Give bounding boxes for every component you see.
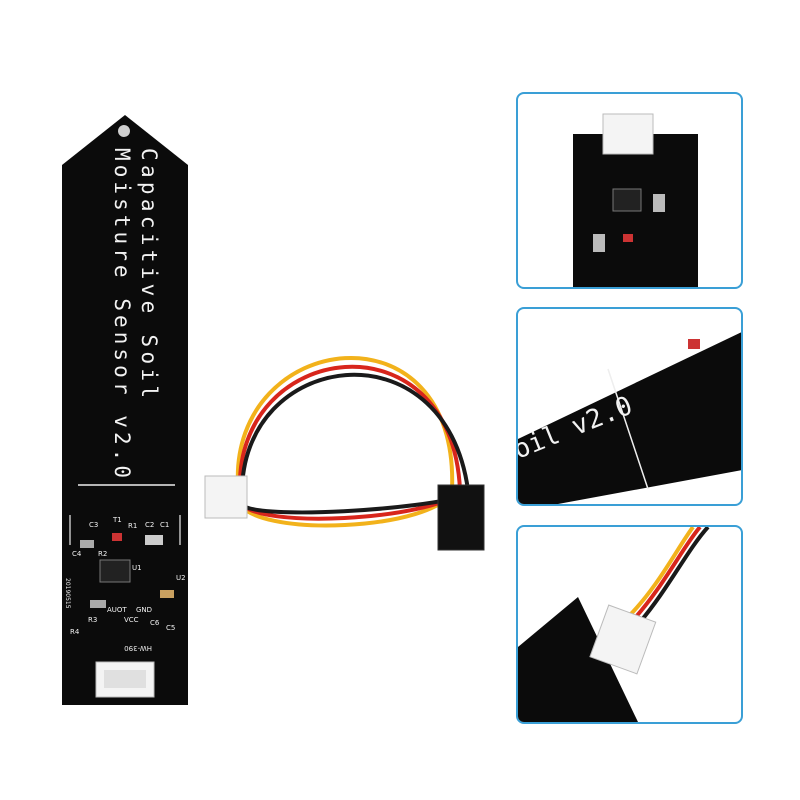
label-c6: C6 — [150, 619, 160, 627]
label-c4: C4 — [72, 550, 82, 558]
label-r1: R1 — [128, 522, 137, 530]
jst-plug — [204, 475, 248, 519]
label-u2: U2 — [176, 574, 186, 582]
dupont-connector — [437, 484, 485, 551]
label-gnd: GND — [136, 606, 152, 614]
label-r3: R3 — [88, 616, 97, 624]
label-c2: C2 — [145, 521, 154, 529]
detail-panel-bottom — [516, 525, 743, 724]
label-r2: R2 — [98, 550, 107, 558]
sensor-board: Capacitive Soil Moisture Sensor v2.0 C3 … — [62, 115, 188, 705]
label-c3: C3 — [89, 521, 98, 529]
board-title-line1: Capacitive Soil — [137, 148, 161, 398]
board-model: HW-390 — [124, 644, 152, 652]
detail-panel-middle: oil v2.0 — [516, 307, 743, 506]
detail-panel-top — [516, 92, 743, 289]
mounting-hole — [118, 125, 130, 137]
label-auot: AUOT — [107, 606, 127, 614]
label-c5: C5 — [166, 624, 175, 632]
jumper-cable — [204, 355, 485, 551]
label-t1: T1 — [112, 516, 122, 524]
board-date: 20190515 — [64, 578, 71, 609]
label-u1: U1 — [132, 564, 142, 572]
label-c1: C1 — [160, 521, 169, 529]
label-vcc: VCC — [124, 616, 139, 624]
label-r4: R4 — [70, 628, 80, 636]
